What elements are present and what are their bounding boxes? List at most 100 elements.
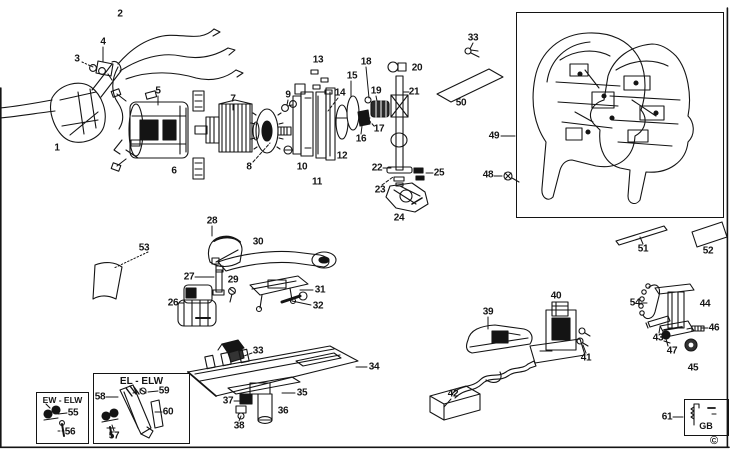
part-number-21: 21: [408, 86, 420, 98]
part-number-57: 57: [108, 430, 120, 442]
part-number-25: 25: [433, 167, 445, 179]
lever-30-drawing: [211, 250, 337, 273]
bracket-44-drawing: [654, 283, 695, 338]
part-number-35: 35: [296, 387, 308, 399]
module-42-drawing: [429, 360, 537, 421]
screws-13-drawing: [310, 69, 333, 95]
part-number-19: 19: [370, 85, 382, 97]
baseplate-drawing: [187, 345, 359, 397]
roller-19-drawing: [370, 100, 390, 118]
part-number-28: 28: [206, 215, 218, 227]
screws-25-drawing: [413, 167, 425, 181]
el-elw-inset-box: EL - ELW: [93, 373, 190, 444]
insert-35-drawing: [227, 376, 301, 395]
part-number-46: 46: [708, 322, 720, 334]
guide-roller-drawing: [235, 382, 273, 424]
part-number-26: 26: [167, 297, 179, 309]
part-number-23: 23: [374, 184, 386, 196]
armature-drawing: [194, 99, 260, 153]
part-number-52: 52: [702, 245, 714, 257]
part-number-53: 53: [138, 242, 150, 254]
part-number-29: 29: [227, 274, 239, 286]
label-50-drawing: [436, 68, 504, 103]
part-number-41: 41: [580, 352, 592, 364]
part-number-14: 14: [334, 87, 346, 99]
cord-clamp-drawing: [89, 60, 114, 81]
part-number-37: 37: [222, 395, 234, 407]
strip-51-drawing: [615, 225, 668, 246]
lead-wires-drawing: [112, 28, 244, 159]
part-number-51: 51: [637, 243, 649, 255]
support-bracket-drawing: [385, 182, 429, 213]
ew-elw-inset-box: EW - ELW: [36, 392, 89, 444]
part-number-48: 48: [482, 169, 494, 181]
slider-16-drawing: [357, 109, 371, 127]
part-number-60: 60: [162, 406, 174, 418]
part-number-34: 34: [368, 361, 380, 373]
part-number-42: 42: [447, 388, 459, 400]
bearing-15-drawing: [346, 95, 360, 131]
part-number-7: 7: [230, 93, 236, 105]
part-number-30: 30: [252, 236, 264, 248]
gb-label: GB: [699, 421, 713, 431]
part-number-20: 20: [411, 62, 423, 74]
part-number-33: 33: [467, 32, 479, 44]
part-number-58: 58: [94, 391, 106, 403]
knob-26-drawing: [177, 284, 217, 327]
screw-29-drawing: [228, 287, 236, 303]
plunger-drawing: [390, 75, 409, 171]
nut-45-drawing: [684, 338, 698, 352]
part-number-3: 3: [74, 53, 80, 65]
part-number-56: 56: [64, 426, 76, 438]
gear-drawing: [250, 108, 292, 154]
part-number-12: 12: [336, 150, 348, 162]
cover-39-drawing: [465, 324, 533, 354]
pin-43-drawing: [645, 315, 671, 329]
part-number-32: 32: [312, 300, 324, 312]
part-number-10: 10: [296, 161, 308, 173]
brush-boxes-drawing: [192, 90, 205, 180]
part-number-22: 22: [371, 162, 383, 174]
field-drawing: [110, 88, 189, 172]
part-number-15: 15: [346, 70, 358, 82]
counterweight-drawing: [315, 87, 371, 161]
part-number-9: 9: [285, 89, 291, 101]
part-number-44: 44: [699, 298, 711, 310]
part-number-8: 8: [246, 161, 252, 173]
washer-18-drawing: [364, 96, 372, 104]
part-number-13: 13: [312, 54, 324, 66]
part-number-54: 54: [629, 297, 641, 309]
copyright-mark: ©: [709, 435, 719, 447]
part-number-11: 11: [312, 176, 322, 188]
el-elw-heading: EL - ELW: [119, 376, 164, 387]
part-number-40: 40: [550, 290, 562, 302]
screw-46-drawing: [686, 325, 705, 332]
part-number-36: 36: [277, 405, 289, 417]
part-number-47: 47: [666, 345, 678, 357]
retaining-clip-drawing: [281, 100, 297, 112]
part-number-38: 38: [233, 420, 245, 432]
blade-clamp-drawing: [386, 166, 413, 187]
cord-set-drawing: [0, 60, 122, 143]
part-number-45: 45: [687, 362, 699, 374]
part-number-31: 31: [314, 284, 326, 296]
bracket-31-drawing: [249, 275, 309, 313]
part-number-6: 6: [171, 165, 177, 177]
part-number-4: 4: [100, 36, 106, 48]
switch-40-drawing: [529, 301, 586, 364]
screw-33-top-drawing: [464, 47, 480, 58]
ew-elw-heading: EW - ELW: [42, 395, 83, 405]
part-number-39: 39: [482, 306, 494, 318]
part-number-49: 49: [488, 130, 500, 142]
part-number-43: 43: [652, 332, 664, 344]
part-number-1: 1: [54, 142, 60, 154]
label-53-drawing: [92, 262, 123, 300]
knob-28-drawing: [207, 235, 243, 268]
pin-27-drawing: [212, 269, 225, 296]
part-number-2: 2: [117, 8, 123, 20]
gb-blade-box: GB: [684, 399, 729, 436]
part-number-17: 17: [373, 123, 385, 135]
roller-holder-33-drawing: [217, 339, 245, 363]
cap-20-drawing: [387, 61, 407, 73]
